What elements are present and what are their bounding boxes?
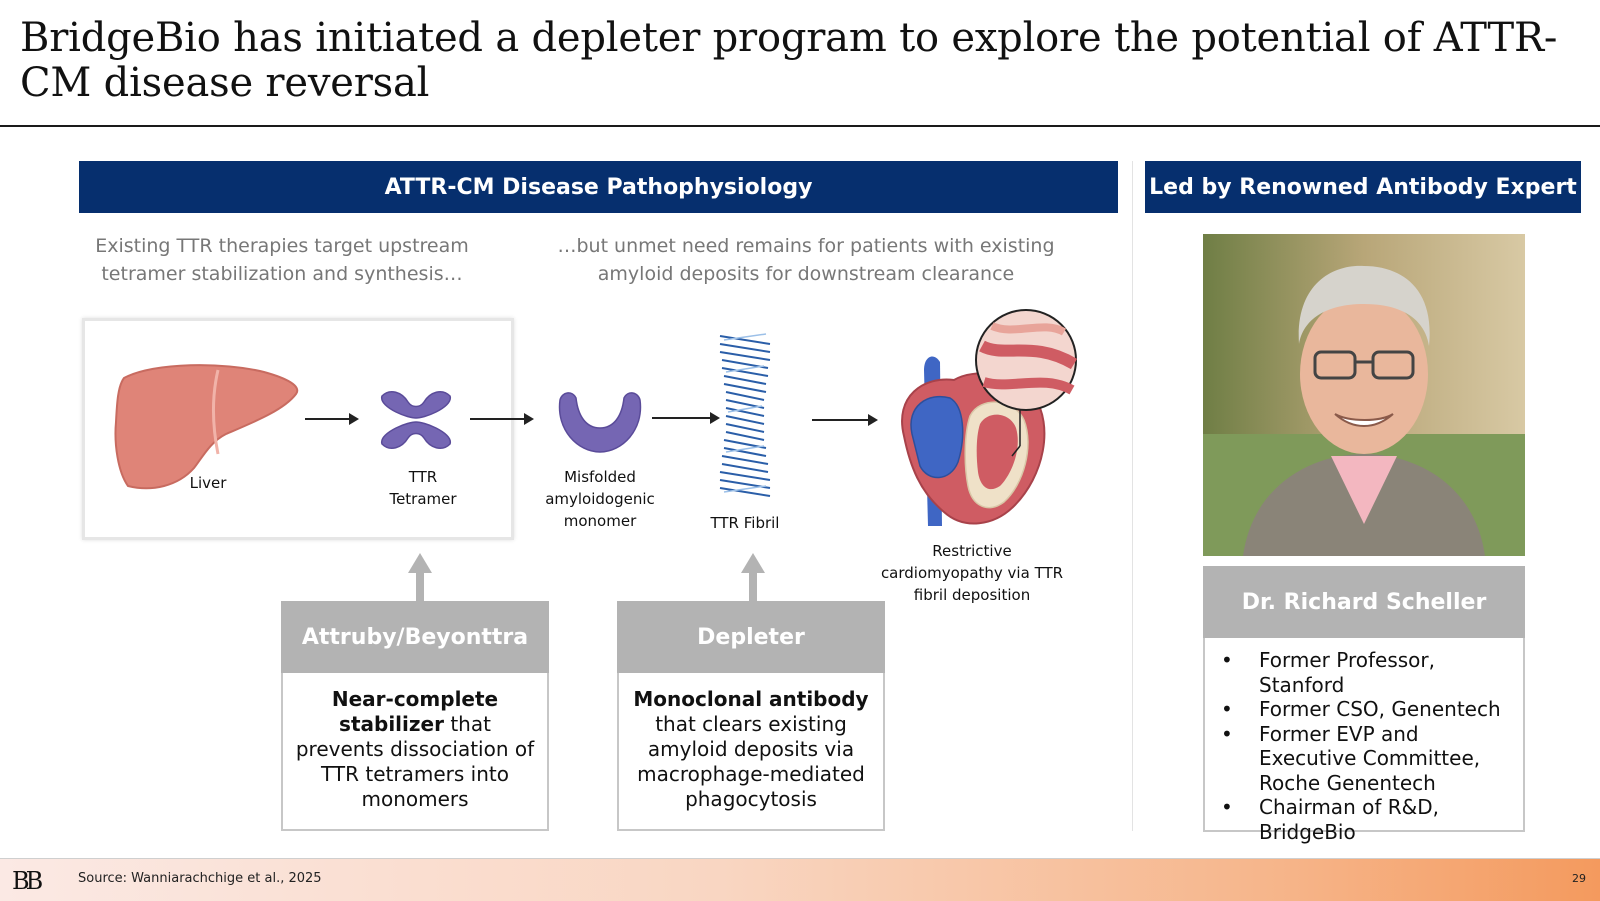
ttr-fibril-icon <box>719 333 771 497</box>
attruby-card-text: that prevents dissociation of TTR tetram… <box>295 712 535 811</box>
bio-item: Former Professor, Stanford <box>1213 648 1515 697</box>
existing-therapies-text: Existing TTR therapies target upstream t… <box>95 235 469 285</box>
heart-label: Restrictive cardiomyopathy via TTR fibri… <box>880 542 1064 604</box>
title-divider <box>0 125 1600 127</box>
fibril-label: TTR Fibril <box>710 514 780 532</box>
depleter-card-body: Monoclonal antibody that clears existing… <box>617 673 885 831</box>
arrow-fibril-to-heart <box>812 414 878 426</box>
attruby-card-body: Near-complete stabilizer that prevents d… <box>281 673 549 831</box>
heart-icon <box>901 309 1078 526</box>
expert-header: Led by Renowned Antibody Expert <box>1145 161 1581 213</box>
person-name: Dr. Richard Scheller <box>1203 566 1525 638</box>
ttr-tetramer-label: TTR Tetramer <box>389 468 457 508</box>
bio-item: Chairman of R&D, BridgeBio <box>1213 795 1515 844</box>
attruby-card-bold: Near-complete stabilizer <box>331 687 499 736</box>
source-citation: Source: Wanniarachchige et al., 2025 <box>78 871 322 886</box>
panel-divider <box>1132 161 1133 831</box>
depleter-card-title: Depleter <box>617 601 885 673</box>
arrow-monomer-to-fibril <box>652 412 720 424</box>
bio-list: Former Professor, Stanford Former CSO, G… <box>1213 648 1515 844</box>
pathophysiology-header: ATTR-CM Disease Pathophysiology <box>79 161 1118 213</box>
bio-box: Former Professor, Stanford Former CSO, G… <box>1203 638 1525 844</box>
ttr-tetramer-icon <box>380 391 452 449</box>
monomer-label: Misfolded amyloidogenic monomer <box>545 468 655 530</box>
liver-icon <box>114 364 299 490</box>
portrait-photo <box>1203 234 1525 556</box>
bridgebio-logo: BB <box>12 867 43 895</box>
unmet-need-text: …but unmet need remains for patients wit… <box>557 235 1055 285</box>
arrow-tetramer-to-monomer <box>470 413 534 425</box>
liver-label: Liver <box>189 474 227 492</box>
footer-bar: BB Source: Wanniarachchige et al., 2025 … <box>0 858 1600 901</box>
slide-title: BridgeBio has initiated a depleter progr… <box>20 15 1558 106</box>
attruby-card-title: Attruby/Beyonttra <box>281 601 549 673</box>
depleter-card-bold: Monoclonal antibody <box>633 687 869 711</box>
misfolded-monomer-icon <box>558 392 642 453</box>
depleter-up-arrow <box>741 553 765 603</box>
arrow-liver-to-tetramer <box>305 413 359 425</box>
page-number: 29 <box>1572 872 1586 885</box>
bio-item: Former CSO, Genentech <box>1213 697 1515 722</box>
attruby-up-arrow <box>408 553 432 603</box>
bio-item: Former EVP and Executive Committee, Roch… <box>1213 722 1515 796</box>
depleter-card-text: that clears existing amyloid deposits vi… <box>637 712 865 811</box>
